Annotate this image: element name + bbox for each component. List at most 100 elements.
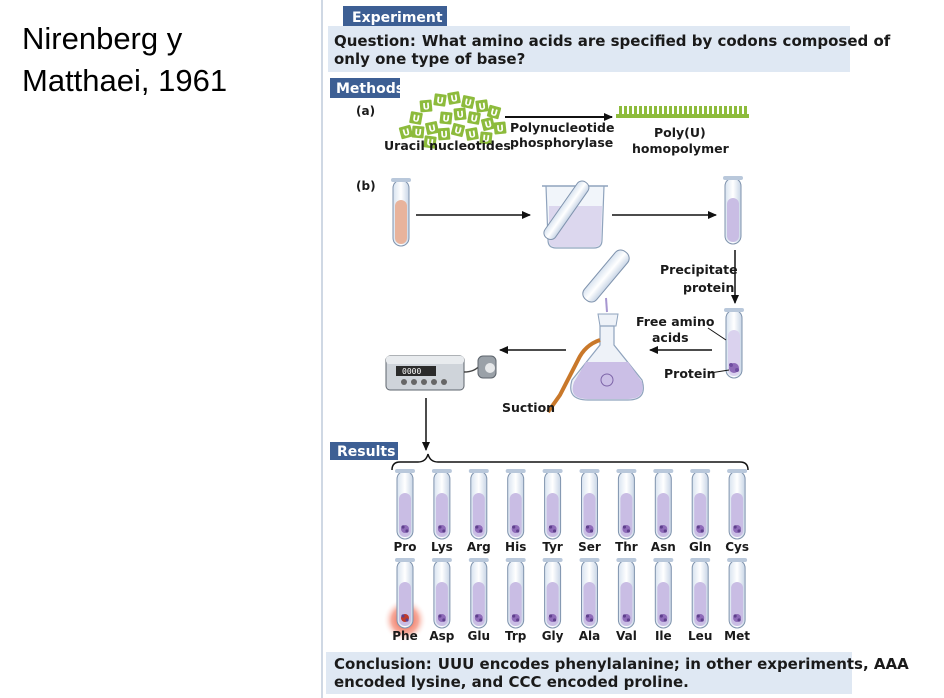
results-brace [391,453,749,471]
svg-text:U: U [440,130,448,140]
slide-title-line1: Nirenberg y [22,21,183,56]
result-tube-asp [431,558,452,629]
result-tube-arg [468,469,489,540]
step-a-label: (a) [356,104,375,118]
enzyme-label-line2: phosphorylase [510,135,613,150]
svg-text:U: U [482,134,490,145]
svg-text:U: U [463,98,472,109]
amino-acid-label-met: Met [724,629,750,643]
experiment-header: Experiment [352,10,443,26]
results-row2-tubes [383,558,748,642]
result-tube-ile [653,558,674,629]
poly-u-label-line2: homopolymer [632,141,730,156]
free-amino-acids-label-line1: Free amino [636,314,715,329]
methods-header: Methods [336,81,404,97]
uracil-nucleotide-icon: U [425,121,439,135]
scintillation-counter-icon [385,355,497,391]
uracil-nucleotide-icon: U [437,127,451,141]
svg-text:U: U [453,126,463,137]
uracil-nucleotide-icon: U [467,111,481,125]
uracil-nucleotide-icon: U [480,116,496,131]
result-tube-trp [505,558,526,629]
uracil-nucleotide-icon: U [450,122,466,137]
conclusion-text-line2: encoded lysine, and CCC encoded proline. [334,673,689,691]
precipitate-label-line1: Precipitate [660,262,738,277]
amino-acid-label-asp: Asp [429,629,454,643]
svg-text:U: U [442,114,450,125]
svg-text:U: U [468,130,477,141]
free-aa-leader [707,327,727,341]
uracil-nucleotide-icon: U [475,99,489,113]
poly-u-homopolymer-icon [616,106,749,118]
question-text-line1: Question:What amino acids are specified … [334,32,891,50]
results-header-tab [330,442,398,460]
slide-title: Nirenberg y Matthaei, 1961 [22,18,312,102]
result-tube-gly [542,558,563,629]
result-tube-ser [579,469,600,540]
result-tube-cys [727,469,748,540]
tube-translated-protein-icon [723,176,743,245]
amino-acid-label-trp: Trp [505,629,527,643]
protein-label: Protein [664,366,716,381]
svg-text:U: U [414,128,422,139]
amino-acid-label-glu: Glu [468,629,491,643]
uracil-nucleotide-icon: U [447,91,461,105]
beaker-incubation-icon [542,180,608,249]
protein-leader [709,369,730,374]
methods-header-tab [330,78,400,98]
result-tube-lys [431,469,452,540]
result-tube-asn [653,469,674,540]
poly-u-label-line1: Poly(U) [654,125,706,140]
uracil-nucleotide-icon: U [419,99,433,113]
result-tube-val [616,558,637,629]
question-text-line2: only one type of base? [334,50,525,68]
step-b-label: (b) [356,179,376,193]
result-tube-thr [616,469,637,540]
uracil-nucleotide-icon: U [398,124,414,140]
svg-text:U: U [411,114,420,125]
uracil-nucleotide-icon: U [465,127,479,141]
result-tube-tyr [542,469,563,540]
amino-acid-label-ala: Ala [579,629,601,643]
result-tube-ala [579,558,600,629]
results-header: Results [337,444,395,460]
uracil-nucleotides-label: Uracil nucleotides [384,138,511,153]
result-tube-his [505,469,526,540]
svg-text:U: U [436,96,445,107]
svg-text:U: U [496,124,504,135]
result-tube-glu [468,558,489,629]
amino-acid-label-ile: Ile [655,629,672,643]
amino-acid-label-gln: Gln [689,540,712,554]
results-row1-tubes [395,469,748,540]
precipitate-label-line2: protein [683,280,734,295]
svg-text:U: U [428,124,437,135]
uracil-nucleotide-icon: U [409,111,423,125]
uracil-nucleotide-icon: U [461,95,475,109]
amino-acid-label-phe: Phe [392,629,417,643]
amino-acid-label-tyr: Tyr [542,540,563,554]
svg-text:U: U [456,110,464,121]
tube-cell-extract-icon [391,178,411,247]
amino-acid-label-arg: Arg [467,540,491,554]
svg-text:U: U [469,114,478,125]
result-tube-gln [690,469,711,540]
uracil-nucleotide-icon: U [486,104,502,119]
filter-flask-icon [546,249,644,414]
svg-text:U: U [426,138,435,149]
experiment-header-tab [343,6,447,28]
amino-acid-label-his: His [505,540,526,554]
amino-acid-label-gly: Gly [542,629,564,643]
uracil-nucleotide-icon: U [439,111,453,125]
svg-text:U: U [402,128,412,140]
uracil-nucleotide-icon: U [479,131,493,145]
amino-acid-label-thr: Thr [615,540,638,554]
result-tube-phe [383,558,427,642]
uracil-nucleotide-icon: U [493,121,507,135]
tube-precipitated-protein-icon [724,308,744,379]
svg-text:U: U [422,102,430,113]
amino-acid-label-cys: Cys [725,540,749,554]
